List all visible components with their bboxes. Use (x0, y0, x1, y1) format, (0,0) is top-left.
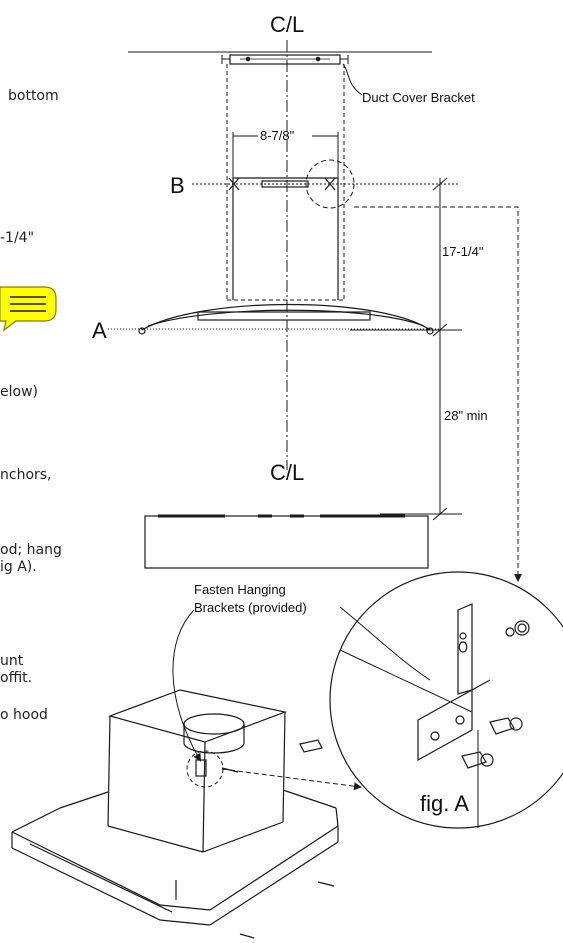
detail-leader (354, 206, 522, 582)
fig-a-pointer (221, 768, 362, 791)
left-text-dimension: -1/4" (0, 230, 35, 246)
fasten-label-line1: Fasten Hanging (194, 582, 286, 597)
left-text-anchors: nchors, (0, 467, 52, 483)
fig-a-label: fig. A (420, 791, 469, 816)
left-text-fig: ig A). (0, 559, 37, 575)
duct-cover-bracket-label: Duct Cover Bracket (362, 90, 475, 105)
mount-marks (228, 177, 336, 191)
marker-b: B (170, 173, 185, 198)
marker-a: A (92, 318, 107, 343)
note-icon (0, 286, 57, 332)
chimney-dashed (226, 64, 345, 301)
cooktop (144, 514, 429, 569)
min-clearance-label: 28" min (444, 408, 488, 423)
detail-circle-small (305, 159, 355, 209)
left-text-bottom: bottom (8, 88, 59, 104)
fig-a-screws (461, 620, 530, 769)
fasten-leader (172, 609, 202, 762)
centerline-mid-label: C/L (270, 460, 305, 485)
chimney-inner (232, 177, 339, 300)
left-text-hang: od; hang (0, 542, 62, 558)
centerline-top-label: C/L (270, 12, 305, 37)
glass-canopy (138, 303, 434, 335)
hanging-bracket-top (261, 180, 309, 188)
height-dimension (350, 177, 462, 521)
height-dimension-label: 17-1/4" (442, 244, 484, 259)
fig-a-bracket (339, 603, 491, 828)
hood-screws (221, 739, 335, 939)
left-text-mount: unt (0, 653, 24, 669)
duct-cover-bracket (221, 54, 349, 65)
width-dimension (232, 132, 339, 178)
fasten-leader-right (339, 606, 431, 681)
fasten-label-line2: Brackets (provided) (194, 600, 307, 615)
left-text-soffit: offit. (0, 670, 33, 686)
left-text-hood: o hood (0, 707, 48, 723)
width-dimension-label: 8-7/8" (260, 128, 295, 143)
left-text-below: elow) (0, 384, 38, 400)
hood-body (11, 689, 339, 926)
duct-bracket-leader (342, 63, 363, 96)
detail-circle-fig-a (329, 571, 563, 829)
